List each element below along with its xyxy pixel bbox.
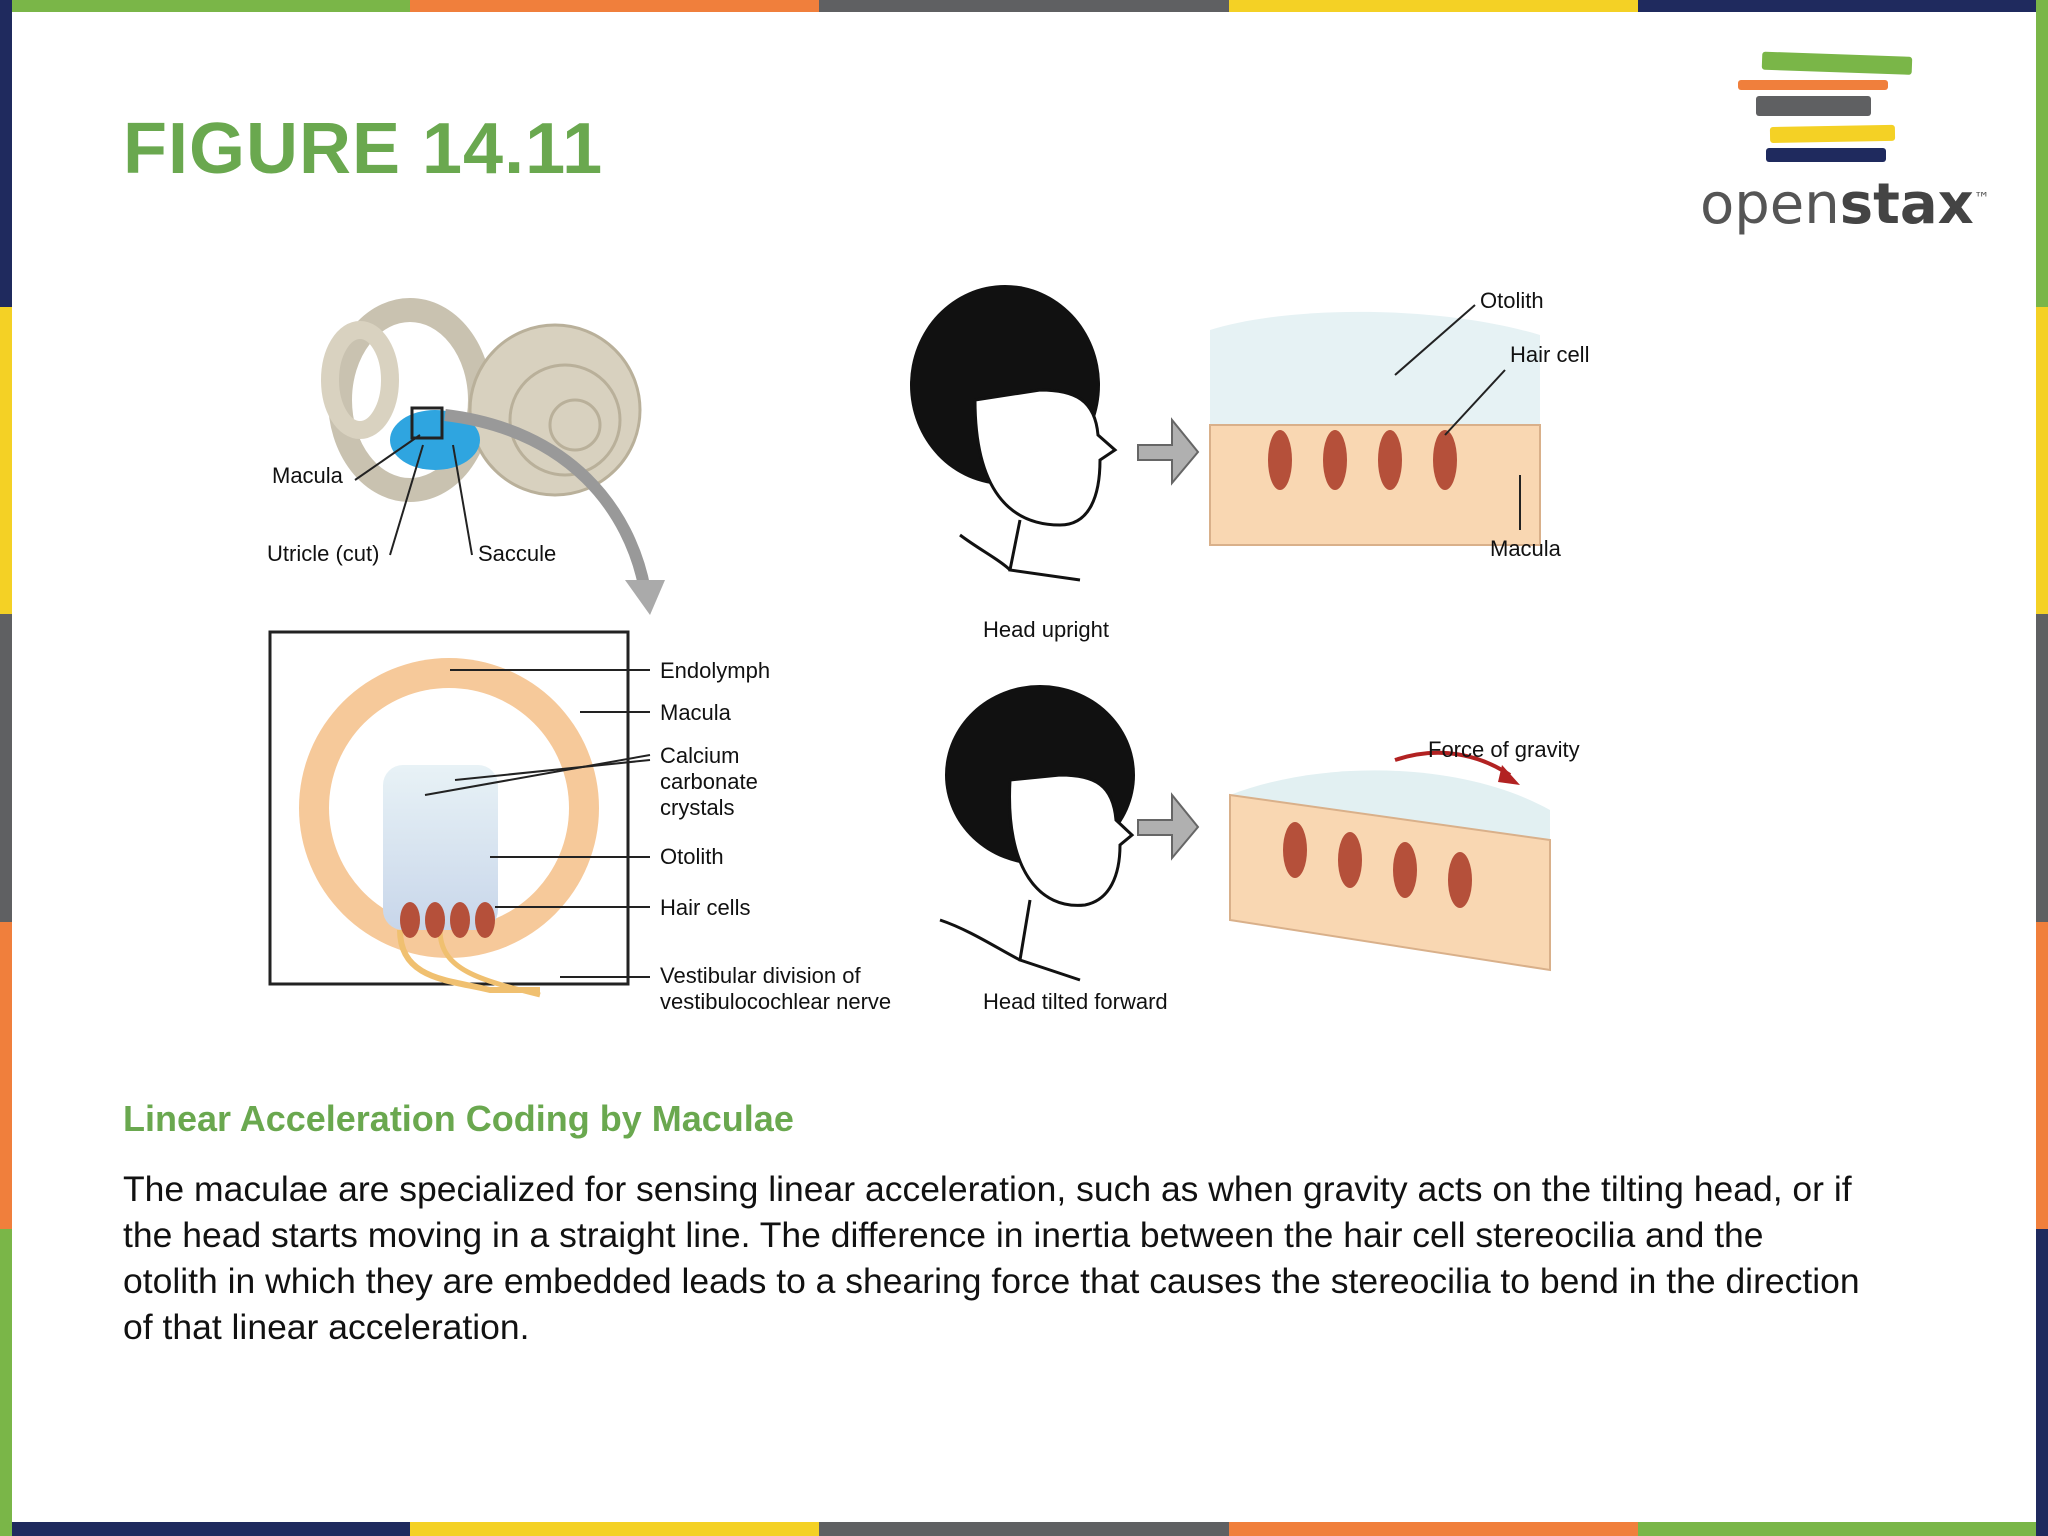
label-calcium-2: carbonate (660, 769, 758, 794)
label-utricle: Utricle (cut) (267, 541, 379, 566)
label-vestibular-2: vestibulocochlear nerve (660, 989, 891, 1014)
label-calcium-1: Calcium (660, 743, 739, 768)
label-macula-ear: Macula (272, 463, 344, 488)
label-head-tilted: Head tilted forward (983, 989, 1168, 1014)
macula-tilted-tissue (1229, 750, 1551, 972)
openstax-wordmark: openstax™ (1700, 172, 1990, 237)
label-otolith-top: Otolith (1480, 288, 1544, 313)
label-calcium-3: crystals (660, 795, 735, 820)
label-macula-inset: Macula (660, 700, 732, 725)
figure-subtitle: Linear Acceleration Coding by Maculae (123, 1098, 794, 1139)
right-color-bar (2036, 0, 2048, 1536)
head-tilted-drawing (939, 685, 1135, 982)
label-saccule: Saccule (478, 541, 556, 566)
arrow-tilted-icon (1137, 792, 1200, 861)
label-macula-top: Macula (1490, 536, 1562, 561)
macula-upright-tissue (1209, 304, 1541, 546)
label-hair-cell-top: Hair cell (1510, 342, 1589, 367)
gravity-arrow-icon (1394, 750, 1512, 777)
head-upright-drawing (910, 285, 1118, 582)
label-head-upright: Head upright (983, 617, 1109, 642)
label-hair-cells: Hair cells (660, 895, 750, 920)
arrow-upright-icon (1137, 417, 1200, 486)
label-endolymph: Endolymph (660, 658, 770, 683)
left-color-bar (0, 0, 12, 1536)
figure-caption: The maculae are specialized for sensing … (123, 1169, 1860, 1347)
label-vestibular-1: Vestibular division of (660, 963, 861, 988)
label-force-gravity: Force of gravity (1428, 737, 1580, 762)
label-otolith-inset: Otolith (660, 844, 724, 869)
bottom-color-bar (0, 1522, 2048, 1536)
figure-title: FIGURE 14.11 (123, 109, 604, 189)
inner-ear-drawing (321, 298, 665, 615)
top-color-bar (0, 0, 2048, 12)
macula-inset-drawing (268, 630, 651, 998)
macula-figure: Macula Utricle (cut) Saccule Endolymph M… (267, 285, 1589, 1014)
openstax-logo (1738, 51, 1913, 162)
